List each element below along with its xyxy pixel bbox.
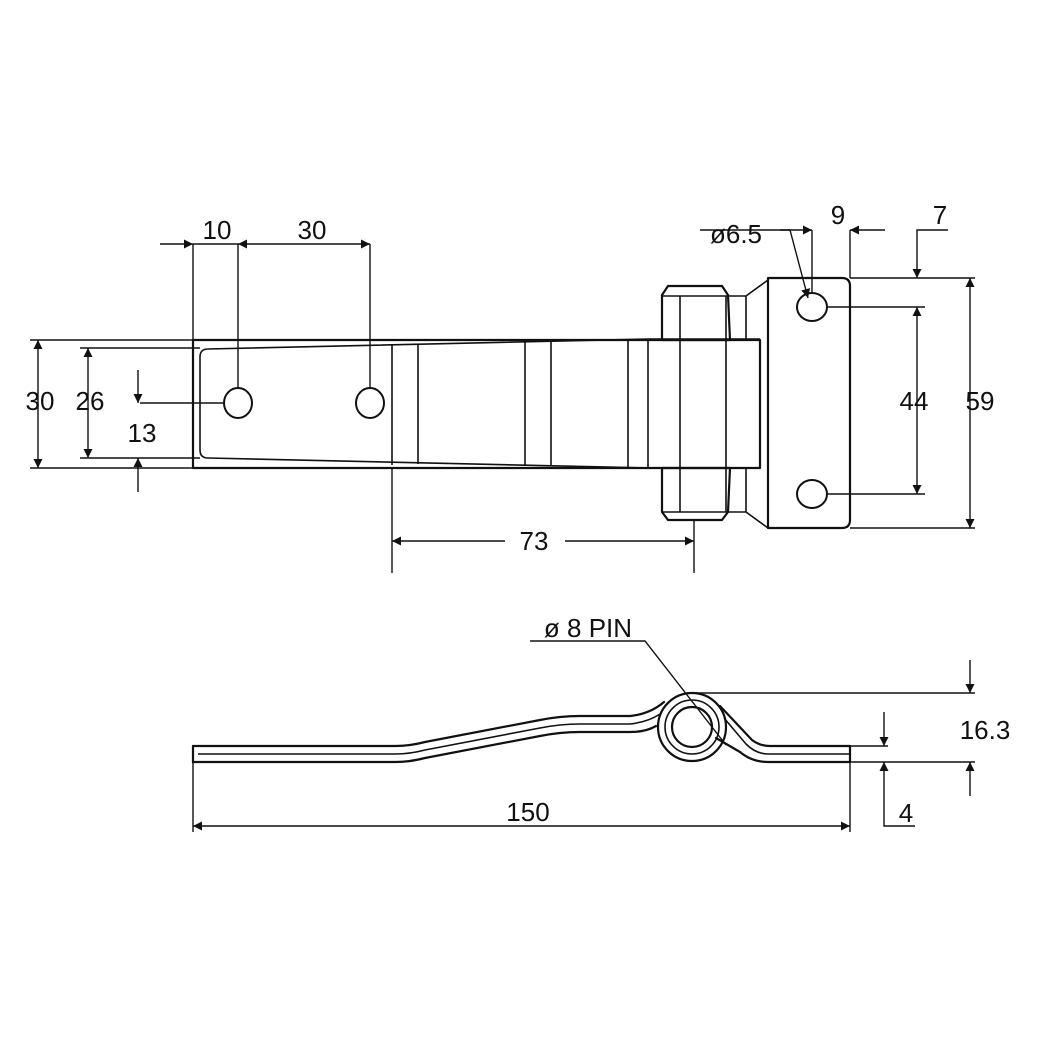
side-view-dimensions: ø 8 PIN 150 16.3 4	[192, 613, 1011, 832]
dim-30-height-label: 30	[26, 386, 55, 416]
bracket-plate	[766, 276, 852, 530]
dim-16-3-label: 16.3	[960, 715, 1011, 745]
dim-4-label: 4	[899, 798, 913, 828]
dim-150-label: 150	[506, 797, 549, 827]
knuckle-outer	[656, 691, 728, 763]
top-view	[191, 276, 852, 530]
pin-leader	[530, 640, 727, 746]
hole-diameter-label: ø6.5	[710, 219, 762, 249]
strap-profile-lower	[191, 724, 658, 764]
bracket-hole-top	[796, 292, 828, 322]
dim-9-label: 9	[831, 200, 845, 230]
dim-7-label: 7	[933, 200, 947, 230]
leaf-section-lines	[391, 339, 649, 468]
leaf-hole-2	[355, 387, 385, 419]
dim-44-label: 44	[900, 386, 929, 416]
dim-73-label: 73	[520, 526, 549, 556]
extension-lines	[30, 230, 975, 573]
dim-30-spacing-label: 30	[298, 215, 327, 245]
dim-10-label: 10	[203, 215, 232, 245]
side-extension-lines	[192, 692, 975, 832]
dim-26-label: 26	[76, 386, 105, 416]
knuckle-middle	[664, 699, 720, 755]
side-view	[191, 691, 852, 764]
leaf-inner-outline	[193, 338, 660, 469]
leaf-hole-1	[223, 387, 253, 419]
dim-13-label: 13	[128, 418, 157, 448]
bracket-hole-bottom	[796, 479, 828, 509]
pin-label: ø 8 PIN	[544, 613, 632, 643]
dim-4-leader	[879, 762, 915, 827]
strap-profile-upper	[191, 700, 666, 748]
dim-59-label: 59	[966, 386, 995, 416]
hinge-barrel-detail	[662, 279, 769, 529]
leaf-inner-right	[650, 338, 760, 469]
short-leaf-mid	[723, 717, 850, 755]
hinge-barrel	[660, 284, 732, 522]
dim-7-leader	[912, 229, 948, 278]
strap-profile-mid	[198, 713, 661, 755]
top-view-dimensions: 10 30 30 26 13 73 ø6.5 9 7 44 59	[26, 200, 995, 573]
pin-circle	[670, 705, 714, 749]
leaf-outline	[191, 338, 762, 470]
